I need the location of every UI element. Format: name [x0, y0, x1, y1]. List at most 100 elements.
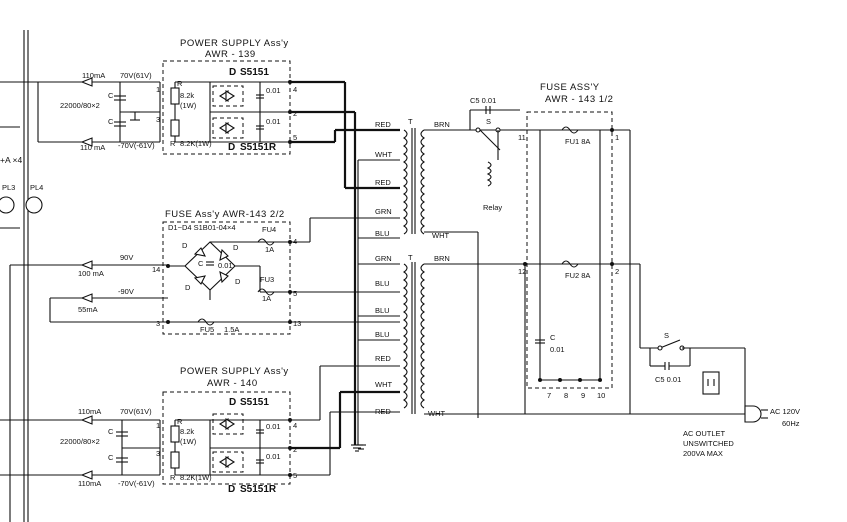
t2-red1-lead: RED: [375, 354, 391, 363]
mid-fuse-outline: [162, 221, 291, 335]
top-psu-outline: [162, 60, 291, 155]
right-c3-value: 0.01: [550, 345, 565, 354]
mid-pin3: 3: [156, 319, 160, 328]
top-neg-voltage: -70V(-61V): [118, 141, 155, 150]
bot-neg-current: 110mA: [78, 479, 101, 488]
top-r1-watts: (1W): [180, 101, 197, 110]
fu5-value: 1.5A: [224, 325, 239, 334]
fuse-fu5-icon: [197, 318, 215, 326]
pl3-label: PL3: [2, 183, 15, 192]
fu3-label: FU3: [260, 275, 274, 284]
fu3-value: 1A: [262, 294, 271, 303]
bot-r1-label: R: [177, 417, 183, 426]
bridge-d3-label: D: [185, 283, 191, 292]
top-d1-part: S5151: [240, 67, 269, 78]
outlet-label-1: AC OUTLET: [683, 429, 726, 438]
t1-red-lead: RED: [375, 120, 391, 129]
mid-pos-voltage: 90V: [120, 253, 133, 262]
right-fuse-outline: [526, 111, 613, 389]
t2-blu1-lead: BLU: [375, 279, 390, 288]
t1-wht-lead: WHT: [375, 150, 392, 159]
bridge-d2-label: D: [233, 243, 239, 252]
bot-r1-value: 8.2k: [180, 427, 194, 436]
pilot-lamp-4-icon: [25, 196, 43, 214]
t1-blu-lead: BLU: [375, 229, 390, 238]
t2-blu3-lead: BLU: [375, 330, 390, 339]
top-psu-title: POWER SUPPLY Ass'y: [180, 38, 289, 49]
bot-cap-label: 22000/80×2: [60, 437, 100, 446]
bot-psu-outline: [162, 391, 291, 485]
fuse-fu3-icon: [257, 288, 275, 296]
t1-red2-lead: RED: [375, 178, 391, 187]
fu4-label: FU4: [262, 225, 276, 234]
top-c1-value: 0.01: [266, 86, 281, 95]
bot-c1-value: 0.01: [266, 422, 281, 431]
top-d1b-diode-icon: [225, 90, 236, 102]
right-pin2: 2: [615, 267, 619, 276]
fu2-label: FU2 8A: [565, 271, 590, 280]
mid-pin14: 14: [152, 265, 160, 274]
bot-r2-value: 8.2K(1W): [180, 473, 212, 482]
top-d2-part: S5151R: [240, 142, 277, 153]
bot-d1-part: S5151: [240, 397, 269, 408]
t2-red2-lead: RED: [375, 407, 391, 416]
top-r2-label: R: [170, 139, 176, 148]
t1-wht-out: WHT: [432, 231, 449, 240]
transformer-t1: T RED WHT RED GRN BLU BRN WHT: [375, 117, 450, 240]
right-pin10: 10: [597, 391, 605, 400]
top-r1-label: R: [177, 79, 183, 88]
top-neg-current: 110 mA: [80, 143, 105, 152]
right-pin12: 12: [518, 267, 526, 276]
outlet-label-3: 200VA MAX: [683, 449, 723, 458]
top-pin4: 4: [293, 85, 297, 94]
relay-c5-label: C5 0.01: [470, 96, 496, 105]
transformer-t2: T GRN BLU BLU BLU RED WHT RED BRN WHT: [358, 253, 450, 418]
top-pos-arrow-icon: [80, 77, 93, 87]
middle-transformer-leads: [290, 217, 400, 323]
top-pos-current: 110mA: [82, 71, 105, 80]
bridge-d2-icon: [219, 248, 229, 261]
bot-d1-label: D: [229, 397, 236, 408]
relay-label: Relay: [483, 203, 502, 212]
fu1-label: FU1 8A: [565, 137, 590, 146]
t2-wht-lead: WHT: [375, 380, 392, 389]
top-pin2: 2: [293, 109, 297, 118]
bot-d2b-diode-icon: [225, 456, 236, 468]
top-d1-outline: [212, 85, 244, 107]
bot-d1-outline: [212, 413, 244, 435]
t1-brn-lead: BRN: [434, 120, 450, 129]
mid-fuse-title: FUSE Ass'y AWR-143 2/2: [165, 209, 285, 220]
mid-neg-arrow-icon: [80, 293, 93, 303]
mid-c1-value: 0.01: [218, 261, 233, 270]
right-pin11: 11: [518, 133, 526, 142]
top-r2-resistor: [170, 119, 180, 137]
bot-neg-arrow-icon: [80, 470, 93, 480]
bot-pos-current: 110mA: [78, 407, 101, 416]
mid-pin5: 5: [293, 289, 297, 298]
t2-grn-lead: GRN: [375, 254, 392, 263]
ground-symbol-icon: [351, 444, 363, 452]
bot-neg-voltage: -70V(-61V): [118, 479, 155, 488]
top-r2-value: 8.2K(1W): [180, 139, 212, 148]
fuse-fu4-icon: [257, 238, 275, 246]
ac-outlet-icon: [702, 371, 720, 395]
top-r1-value: 8.2k: [180, 91, 194, 100]
relay-s2-label: S: [486, 117, 491, 126]
mains-c5-label: C5 0.01: [655, 375, 681, 384]
bot-pin4: 4: [293, 421, 297, 430]
top-transformer-leads: [290, 80, 400, 445]
top-cap-label: 22000/80×2: [60, 101, 100, 110]
ac-plug-icon: [744, 405, 762, 423]
mid-neg-voltage: -90V: [118, 287, 134, 296]
top-psu-model: AWR - 139: [205, 49, 256, 60]
middle-fuse-assy: FUSE Ass'y AWR-143 2/2 D1~D4 S1B01-04×4 …: [10, 209, 301, 335]
plug-voltage: AC 120V: [770, 407, 800, 416]
right-c3-label: C: [550, 333, 556, 342]
bot-d2-outline: [212, 451, 244, 473]
mid-pos-arrow-icon: [80, 260, 93, 270]
bot-psu-model: AWR - 140: [207, 378, 258, 389]
bot-c2-label: C: [108, 453, 114, 462]
bridge-d1-label: D: [182, 241, 188, 250]
bot-psu-title: POWER SUPPLY Ass'y: [180, 366, 289, 377]
